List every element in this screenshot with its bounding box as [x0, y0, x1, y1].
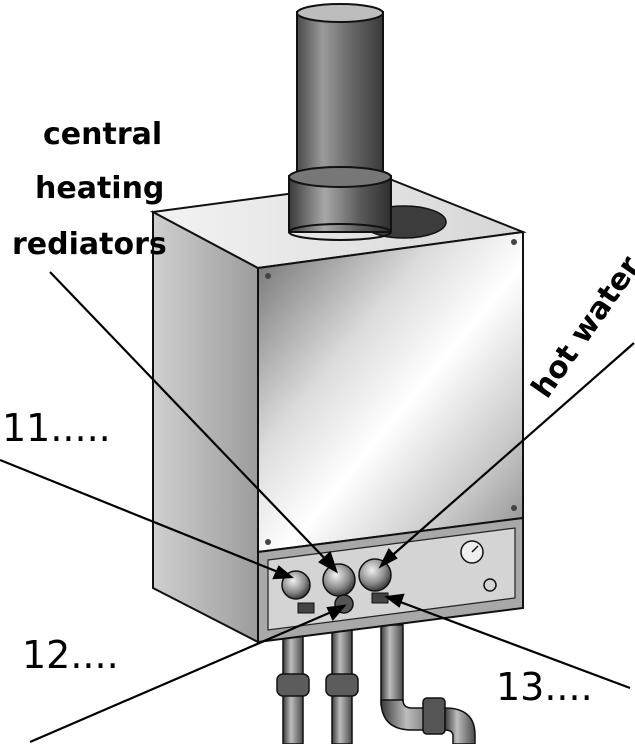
arrowhead-central-heating — [318, 551, 338, 574]
pipe-elbow-fitting — [422, 697, 446, 735]
chimney-top — [296, 3, 384, 23]
gauge-needle — [471, 545, 479, 553]
screw-icon — [265, 539, 271, 545]
pointer-central-heating — [49, 271, 331, 565]
screw-icon — [265, 273, 271, 279]
boiler-side-panel — [152, 210, 259, 644]
arrowhead-hot-water — [378, 548, 398, 569]
pointer-hot-water — [386, 342, 635, 561]
label-question-11: 11..... — [2, 406, 111, 450]
chimney-collar-bottom — [288, 223, 392, 241]
pointer-11 — [0, 458, 284, 576]
indicator-light-right — [371, 592, 389, 604]
pipe-fitting-left — [276, 673, 310, 697]
screw-icon — [511, 505, 517, 511]
hot-water-dial-knob — [358, 558, 392, 592]
screw-icon — [511, 239, 517, 245]
temperature-icon — [483, 578, 497, 592]
chimney-pipe — [296, 11, 384, 185]
central-heating-dial-knob — [322, 563, 356, 597]
label-central: central — [43, 117, 162, 152]
label-heating: heating — [35, 171, 164, 206]
pointer-lines — [0, 271, 635, 744]
arrowhead-13 — [384, 593, 405, 608]
pipe-right — [380, 624, 404, 706]
chimney — [288, 3, 392, 241]
label-rediators: rediators — [12, 227, 167, 262]
label-hot-water: hot water — [525, 250, 635, 405]
pipe-fitting-middle — [325, 673, 359, 697]
chimney-collar-top — [288, 166, 392, 188]
arrowhead-11 — [272, 565, 294, 580]
label-question-12: 12.... — [22, 633, 119, 677]
indicator-light-left — [297, 602, 315, 614]
pipes — [276, 624, 476, 744]
boiler-front-panel — [257, 230, 524, 554]
label-question-13: 13.... — [496, 665, 593, 709]
arrowhead-12 — [326, 604, 347, 622]
pointer-13 — [394, 598, 631, 690]
pipe-elbow-down — [444, 707, 476, 744]
pointer-12 — [29, 608, 337, 744]
